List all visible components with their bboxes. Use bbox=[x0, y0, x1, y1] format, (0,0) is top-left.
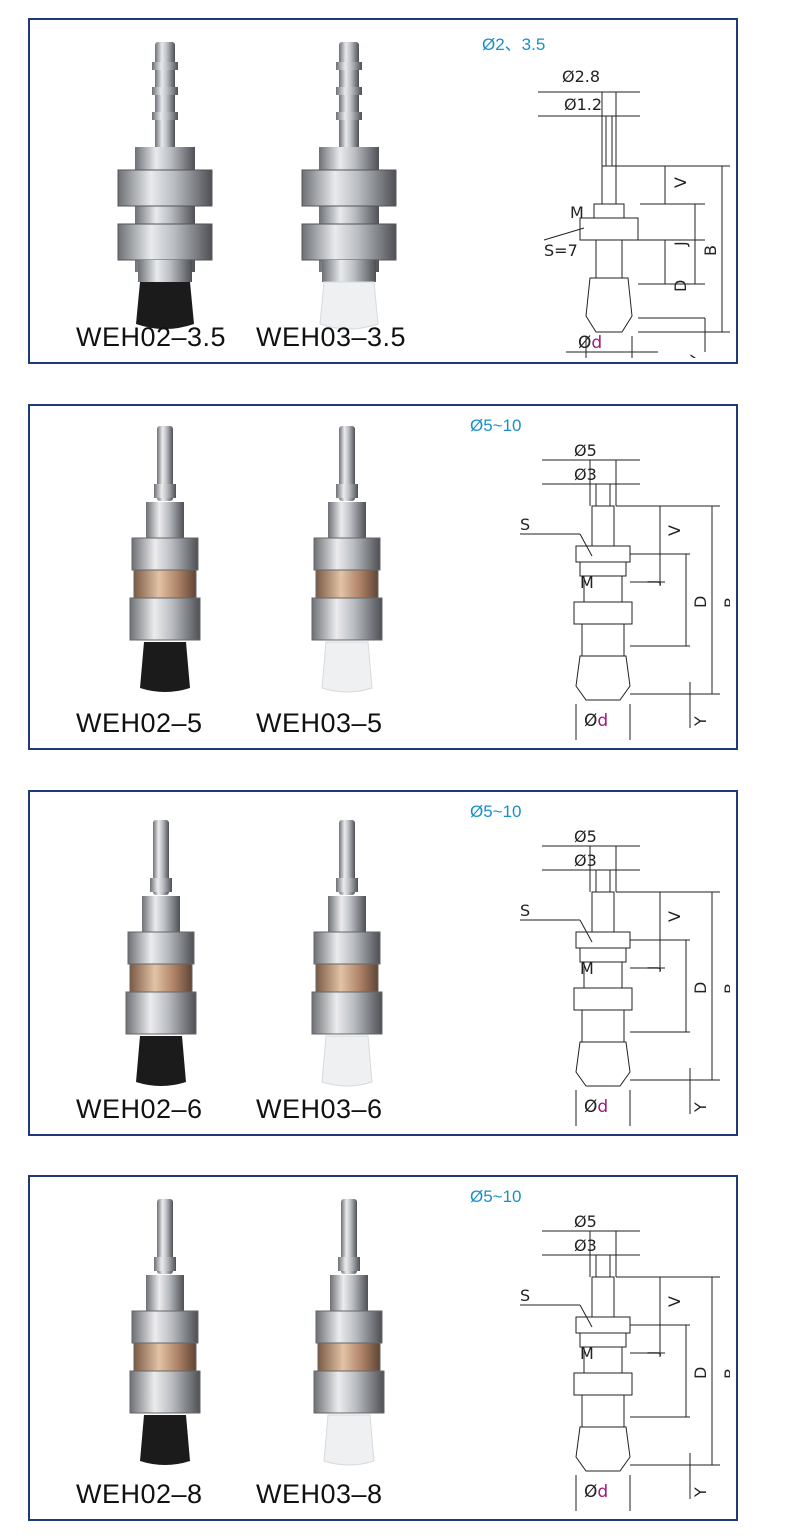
product-panel-4: Ø5~10 WEH02–8 WEH03–8 bbox=[28, 1175, 738, 1521]
dim-cup-prefix: Ø bbox=[584, 711, 597, 731]
dim-d: D bbox=[691, 596, 710, 608]
product-panel-2: Ø5~10 WEH02–5 WEH03–5 bbox=[28, 404, 738, 750]
svg-text:Ød: Ød bbox=[584, 1482, 608, 1502]
dim-j: J bbox=[671, 241, 690, 247]
dim-b: B bbox=[721, 1368, 730, 1379]
dim-inner: Ø3 bbox=[574, 465, 597, 484]
dim-j: J bbox=[646, 580, 662, 585]
dim-thread: M bbox=[580, 573, 594, 592]
dim-outer: Ø5 bbox=[574, 441, 597, 460]
dim-y: Y bbox=[687, 354, 706, 358]
model-label-left: WEH02–3.5 bbox=[76, 322, 227, 352]
dim-cup-prefix: Ø bbox=[584, 1097, 597, 1117]
dim-hex: S bbox=[520, 515, 530, 534]
dim-hex: S bbox=[520, 901, 530, 920]
dim-cup-d: d bbox=[591, 333, 602, 353]
dim-hex: S bbox=[520, 1286, 530, 1305]
dim-cup-prefix: Ø bbox=[578, 333, 591, 353]
fitting-black-cup-image bbox=[129, 1199, 201, 1465]
dim-outer: Ø5 bbox=[574, 1212, 597, 1231]
model-label-right: WEH03–3.5 bbox=[256, 322, 407, 352]
svg-text:Ød: Ød bbox=[584, 1097, 608, 1117]
dim-cup-prefix: Ø bbox=[584, 1482, 597, 1502]
dimension-drawing: Ø5 Ø3 S M V J D B Y Ød bbox=[520, 441, 730, 740]
dim-j: J bbox=[646, 966, 662, 971]
fitting-white-cup-image bbox=[311, 820, 383, 1087]
dim-b: B bbox=[721, 983, 730, 994]
fitting-black-cup-image bbox=[129, 426, 201, 692]
dim-cup-d: d bbox=[597, 1482, 608, 1502]
dim-y: Y bbox=[691, 1102, 710, 1113]
dim-b: B bbox=[701, 245, 720, 256]
dimension-drawing: Ø5 Ø3 S M V J D B Y Ød bbox=[520, 827, 730, 1126]
panel-spec: Ø5~10 bbox=[470, 1187, 522, 1206]
model-label-right: WEH03–8 bbox=[256, 1479, 383, 1509]
fitting-white-cup-image bbox=[301, 42, 397, 330]
fitting-black-cup-image bbox=[117, 42, 213, 329]
dim-inner: Ø3 bbox=[574, 851, 597, 870]
dim-thread: M bbox=[580, 959, 594, 978]
dim-y: Y bbox=[691, 716, 710, 727]
dim-thread: M bbox=[570, 203, 584, 222]
svg-text:Ød: Ød bbox=[578, 333, 602, 353]
model-label-right: WEH03–5 bbox=[256, 708, 383, 738]
panel-spec: Ø5~10 bbox=[470, 802, 522, 821]
fitting-black-cup-image bbox=[125, 820, 197, 1086]
svg-text:Ød: Ød bbox=[584, 711, 608, 731]
model-label-left: WEH02–8 bbox=[76, 1479, 203, 1509]
model-label-left: WEH02–6 bbox=[76, 1094, 203, 1124]
dim-v: V bbox=[671, 177, 690, 188]
dim-thread: M bbox=[580, 1344, 594, 1363]
product-panel-3: Ø5~10 WEH02–6 WEH03–6 bbox=[28, 790, 738, 1136]
panel-spec: Ø5~10 bbox=[470, 416, 522, 435]
dim-inner: Ø1.2 bbox=[564, 95, 602, 114]
dim-outer: Ø2.8 bbox=[562, 67, 600, 86]
dim-d: D bbox=[691, 1367, 710, 1379]
dim-d: D bbox=[671, 280, 690, 292]
dim-v: V bbox=[665, 525, 684, 536]
panel-spec: Ø2、3.5 bbox=[482, 35, 546, 54]
dimension-drawing: Ø2.8 Ø1.2 M S=7 V J D B Y Ød bbox=[538, 67, 730, 358]
dim-outer: Ø5 bbox=[574, 827, 597, 846]
dim-v: V bbox=[665, 1296, 684, 1307]
dim-j: J bbox=[646, 1351, 662, 1356]
dim-hex: S=7 bbox=[544, 241, 578, 260]
model-label-right: WEH03–6 bbox=[256, 1094, 383, 1124]
dim-inner: Ø3 bbox=[574, 1236, 597, 1255]
dim-b: B bbox=[721, 597, 730, 608]
dim-cup-d: d bbox=[597, 711, 608, 731]
fitting-white-cup-image bbox=[311, 426, 383, 693]
dim-d: D bbox=[691, 982, 710, 994]
fitting-white-cup-image bbox=[313, 1199, 385, 1466]
dim-cup-d: d bbox=[597, 1097, 608, 1117]
dim-y: Y bbox=[691, 1487, 710, 1498]
dimension-drawing: Ø5 Ø3 S M V J D B Y Ød bbox=[520, 1212, 730, 1511]
model-label-left: WEH02–5 bbox=[76, 708, 203, 738]
product-panel-1: Ø2、3.5 WEH02–3.5 WEH03–3.5 bbox=[28, 18, 738, 364]
dim-v: V bbox=[665, 911, 684, 922]
